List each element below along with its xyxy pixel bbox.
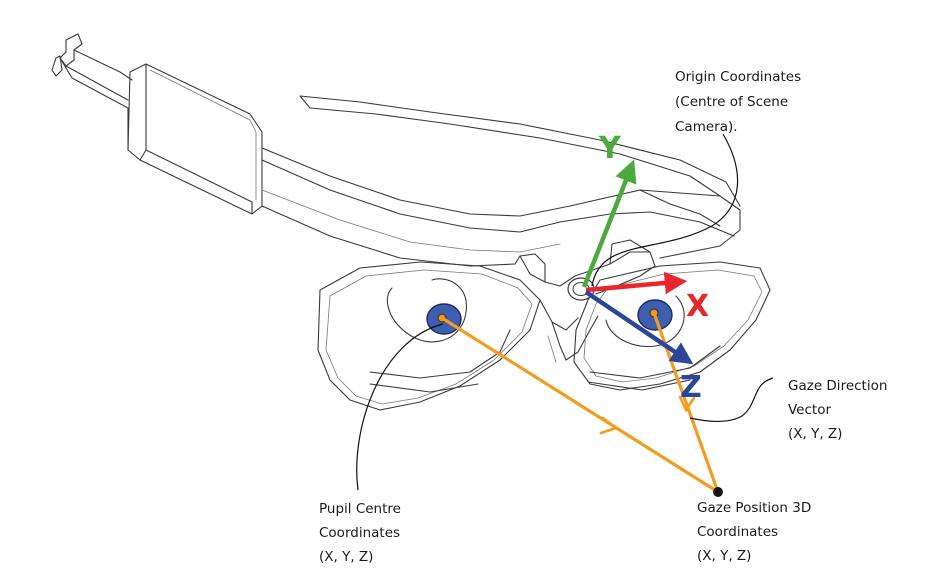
origin-label: Origin Coordinates (Centre of Scene Came… [675, 69, 805, 135]
left-gaze-ray-chevron [599, 416, 619, 435]
leader-lines [356, 133, 774, 491]
x-axis-arrow [585, 271, 688, 295]
left-gaze-ray [440, 316, 720, 494]
gaze-position-label: Gaze Position 3D Coordinates (X, Y, Z) [697, 500, 816, 564]
left-eye-camera-outline [386, 278, 467, 343]
left-lens [317, 261, 541, 411]
z-axis-arrow [584, 290, 694, 365]
gaze-rays [440, 311, 720, 494]
pupil-centre-leader [356, 323, 444, 491]
coordinate-axes: Y X Z [581, 131, 709, 405]
gaze-direction-label: Gaze Direction Vector (X, Y, Z) [788, 378, 892, 442]
temple-arm [51, 33, 133, 109]
temple-pod [127, 63, 263, 215]
right-lens [573, 261, 771, 391]
eye-tracking-glasses-illustration [51, 33, 771, 411]
y-axis-arrow [581, 159, 637, 288]
y-axis-label: Y [598, 131, 622, 166]
frame-top [261, 95, 741, 267]
gaze-direction-leader [689, 377, 774, 423]
gaze-position-point [713, 487, 723, 497]
pupil-centre-label: Pupil Centre Coordinates (X, Y, Z) [319, 501, 405, 565]
z-axis-label: Z [680, 370, 702, 405]
origin-leader [591, 133, 739, 287]
x-axis-label: X [686, 289, 709, 324]
right-gaze-ray-chevron [678, 395, 696, 413]
